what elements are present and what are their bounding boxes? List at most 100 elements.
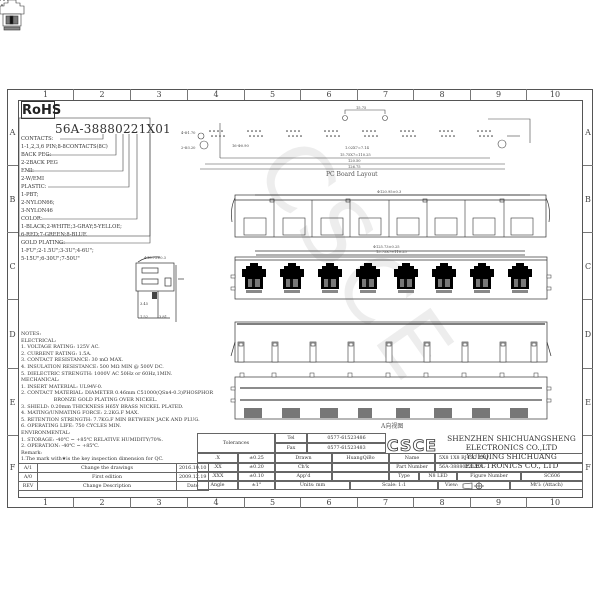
environmental-heading: ENVIRONMENTAL: [21,429,71,436]
fax-value: 0577-61523483 [307,443,386,453]
tol-key: .XX [197,463,238,472]
note-line: 3. CONTACT RESISTANCE: 30 mΩ MAX. [21,357,124,364]
tol-value: ±0.25 [238,453,275,463]
pcb-dim: 126.75 [348,165,361,169]
drawn-value: HuangQiBo [332,453,389,463]
pcb-layout-title: PC Board Layout [326,171,378,178]
row-label-f: F [9,462,16,472]
figure-number-value: SC606 [521,472,583,481]
row-label-e-right: E [583,369,593,436]
note-line: 2. CURRENT RATING: 1.5A. [21,350,92,357]
projection-symbol-icon [463,481,485,490]
drawing-inner-frame [18,100,583,498]
pcb-dim: 15.75 [356,106,367,110]
date-header: Date [175,481,210,491]
note-line: 2. OPERATION: -40℃ ~ +85℃. [21,443,100,450]
side-dim: 3.81 [159,315,168,319]
col-header-6: 6 [301,89,358,100]
legend-line: CONTACTS: [21,136,54,142]
side-dim: Φ15.75±0.3 [144,256,166,260]
row-label-c: C [7,233,18,300]
side-dim: 1.52 [140,315,149,319]
notes-heading: NOTES: [21,331,42,337]
figure-number-label: Figure Number [457,472,521,481]
name-label: Name [389,453,435,463]
row-label-e: E [7,369,18,436]
electrical-heading: ELECTRICAL: [21,337,57,344]
tolerances-label: Tolerances [197,433,275,453]
note-line: 5. DIELECTRIC STRENGTH: 1000V AC 50Hz or… [21,370,173,377]
legend-line: 1-1,2,3,6 PIN;8-8CONTACTS(8C) [21,144,108,150]
row-label-b-right: B [583,166,593,233]
col-footer-5: 5 [245,498,301,508]
revision-table: A/1 Change the drawings 2016.10.10 A/0 F… [18,463,210,491]
side-dim: 3.45 [140,302,149,306]
tol-value: ±0.20 [238,463,275,472]
row-label-b: B [7,166,18,233]
check-value [332,463,389,472]
legend-line: 6-RED;7-GREEN;8-BLUE [21,232,87,238]
col-header-9: 9 [471,89,527,100]
col-header-10: 10 [549,90,561,99]
part-number-code: 56A-38880221X01 [55,122,171,136]
col-header-4: 4 [188,89,245,100]
legend-line: 1-BLACK;2-WHITE;3-GRAY;5-YELLOE; [21,224,122,230]
legend-line: 2-W/EMI [21,176,44,182]
tel-label: Tel [275,433,307,443]
company-line-2: YUEQING SHICHUANG ELECTRONICS CO., LTD [464,452,559,470]
units: Units: mm [275,481,350,490]
row-label-d-right: D [583,300,593,369]
view-projection: View: [438,481,510,490]
fax-label: Fax [275,443,307,453]
pcb-dim: 16-Φ0.90 [232,144,249,148]
desc-header: Change Description [37,481,177,491]
note-line: 1. VOLTAGE RATING: 125V AC. [21,344,100,351]
note-line: 5. RETENTION STRENGTH: 7.7KG.F MIN BETWE… [21,416,200,423]
rev-cell: A/0 [18,472,38,482]
company-name: SHENZHEN SHICHUANGSHENG ELECTRONICS CO.,… [440,434,583,470]
legend-line: 2-NYLON66; [21,200,55,206]
row-label-c-right: C [583,233,593,300]
part-number-label: Part Number [389,463,435,472]
col-header-3: 3 [131,89,188,100]
tol-key: .X [197,453,238,463]
approved-value [332,472,389,481]
col-header-2: 2 [74,89,131,100]
view-label: View: [445,483,459,488]
legend-line: 2-2BACK PEG [21,160,58,166]
company-line-1: SHENZHEN SHICHUANGSHENG ELECTRONICS CO.,… [447,434,576,452]
col-footer-2: 2 [74,498,131,508]
remark-heading: Remark: [21,449,43,456]
col-footer-7: 7 [358,498,414,508]
name-value: 5X8 1X8 RJ45C EMI [435,453,583,463]
front-view-dim-1: Φ125.73±0.25 [373,245,400,249]
row-label-a: A [7,100,18,166]
col-footer-8: 8 [414,498,471,508]
legend-line: 1-PBT; [21,192,39,198]
remark-line: 1.The mark with★is the key inspection di… [21,456,164,463]
note-line: BRONZE GOLD PLATING OVER NICKEL. [21,396,158,403]
pcb-dim: 2-Φ3.20 [181,146,196,150]
note-line: 4. INSULATION RESISTANCE: 500 MΩ MIN @ 5… [21,363,164,370]
pcb-dim: 4-Φ1.70 [181,131,196,135]
col-header-5: 5 [245,89,301,100]
note-line: 6. OPERATING LIFE: 750 CYCLES MIN. [21,423,122,430]
col-header-1: 1 [18,89,74,100]
pcb-dim: 120.50 [348,159,361,163]
col-footer-9: 9 [471,498,527,508]
mechanical-heading: MECHANICAL: [21,377,60,384]
tel-value: 0577-61523486 [307,433,386,443]
table-row: A/1 Change the drawings 2016.10.10 [18,463,210,473]
type-label: Type [389,472,419,481]
legend-line: COLOR: [21,216,43,222]
pcb-dim: 1.02X7=7.14 [345,146,369,150]
legend-line: 3-NYLON46 [21,208,53,214]
note-line: 1. INSERT MATERIAL: UL94V-0. [21,383,103,390]
note-line: 1. STORAGE: -40℃ ~ +85℃ RELATIVE HUMIDIT… [21,436,163,443]
